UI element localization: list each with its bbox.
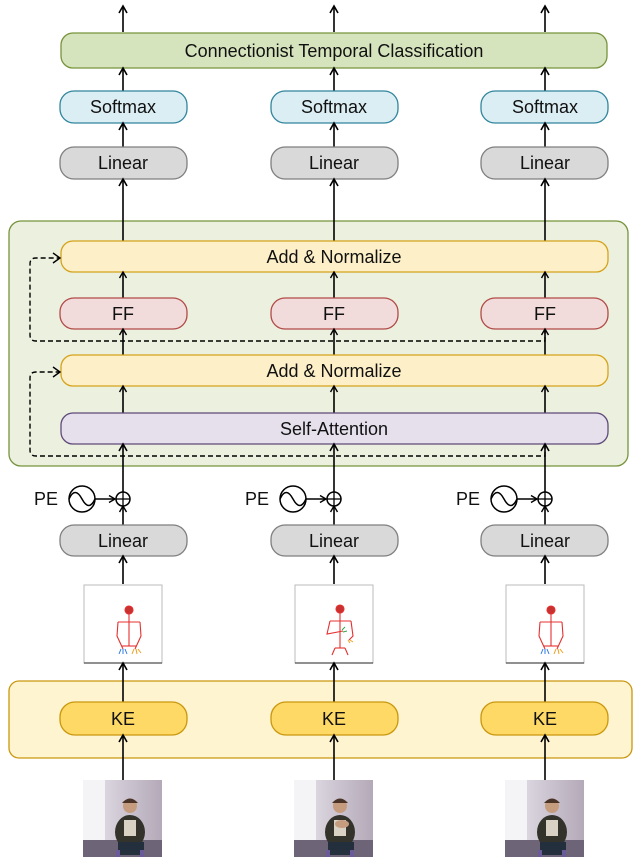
- softmax-label: Softmax: [512, 97, 578, 117]
- linear-label: Linear: [309, 153, 359, 173]
- column-1-input: PE Linear: [34, 442, 188, 584]
- output-arrows: [118, 4, 550, 32]
- ke-row: KE KE KE: [59, 661, 609, 780]
- residual-ff: [29, 257, 546, 342]
- pe-label: PE: [245, 489, 269, 509]
- encoder-block: [8, 220, 629, 467]
- linear-label: Linear: [309, 531, 359, 551]
- ff-label: FF: [112, 304, 134, 324]
- add-icon: [115, 491, 131, 507]
- pe-label: PE: [456, 489, 480, 509]
- ff-label: FF: [534, 304, 556, 324]
- add-icon: [326, 491, 342, 507]
- softmax-label: Softmax: [301, 97, 367, 117]
- column-2-input: PE Linear: [245, 442, 399, 584]
- column-2-head: Softmax Linear: [270, 66, 399, 241]
- ctc-label: Connectionist Temporal Classification: [185, 41, 484, 61]
- add-normalize-label: Add & Normalize: [266, 247, 401, 267]
- ff-row: FF FF FF: [59, 297, 609, 330]
- ff-label: FF: [323, 304, 345, 324]
- video-frame-3: [505, 780, 584, 857]
- residual-arrowheads: [52, 252, 62, 378]
- linear-label: Linear: [98, 531, 148, 551]
- linear-label: Linear: [520, 531, 570, 551]
- ke-label: KE: [111, 709, 135, 729]
- add-icon: [537, 491, 553, 507]
- video-frame-2: [294, 780, 373, 857]
- pe-label: PE: [34, 489, 58, 509]
- pe-sine-icon: [68, 485, 96, 513]
- residual-attention: [29, 371, 546, 457]
- pose-frame-2: [294, 584, 374, 664]
- linear-label: Linear: [98, 153, 148, 173]
- ke-label: KE: [533, 709, 557, 729]
- pe-sine-icon: [490, 485, 518, 513]
- column-1-head: Softmax Linear: [59, 66, 188, 241]
- column-3-input: PE Linear: [456, 442, 609, 584]
- pose-frame-3: [505, 584, 585, 664]
- video-frame-1: [83, 780, 162, 857]
- self-attention-label: Self-Attention: [280, 419, 388, 439]
- linear-label: Linear: [520, 153, 570, 173]
- ff-to-addnorm-arrows: [118, 270, 550, 298]
- attention-to-addnorm-arrows: [118, 384, 550, 413]
- residual-connections: [29, 257, 546, 457]
- softmax-label: Softmax: [90, 97, 156, 117]
- add-normalize-label: Add & Normalize: [266, 361, 401, 381]
- column-3-head: Softmax Linear: [480, 66, 609, 241]
- pose-frame-1: [83, 584, 163, 664]
- pe-sine-icon: [279, 485, 307, 513]
- ke-label: KE: [322, 709, 346, 729]
